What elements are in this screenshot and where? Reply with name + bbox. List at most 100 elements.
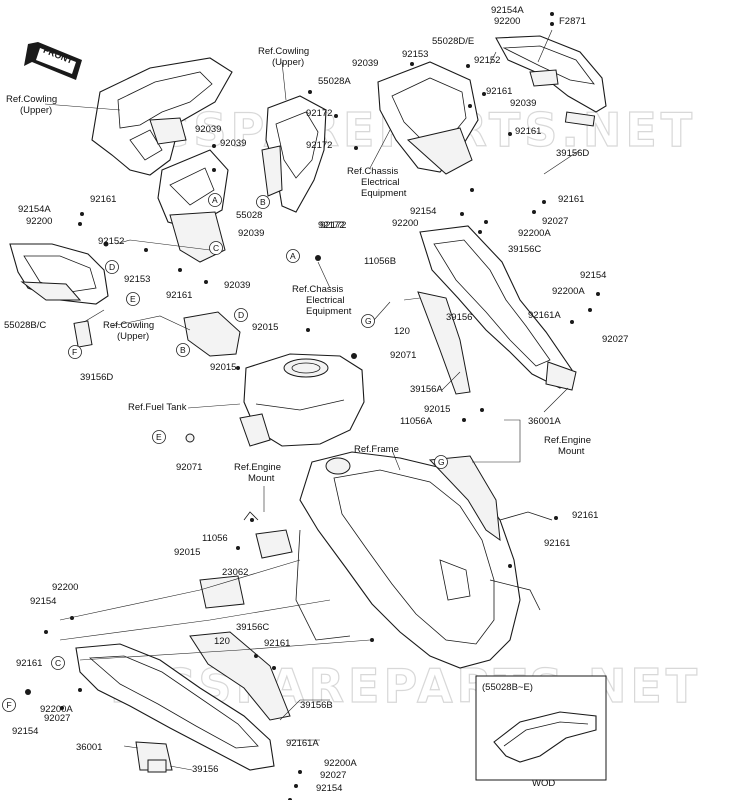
- left-side-panel-55028bc: [9, 243, 109, 348]
- front-direction-arrow: FRONT: [24, 42, 82, 80]
- part-label-92161: 92161: [16, 658, 42, 669]
- part-label-92154: 92154: [580, 270, 606, 281]
- ref-labels: Ref.Cowling(Upper) Ref.Cowling(Upper) Re…: [6, 46, 591, 484]
- part-label-39156a: 39156A: [410, 384, 443, 395]
- callout-C-2: C: [51, 656, 65, 670]
- part-label-92027: 92027: [602, 334, 628, 345]
- part-label-92154a: 92154A: [18, 204, 51, 215]
- part-label-92200a: 92200A: [518, 228, 551, 239]
- part-label-39156d: 39156D: [80, 372, 113, 383]
- leader-lines: [44, 29, 581, 771]
- part-label-55028d-e: 55028D/E: [432, 36, 474, 47]
- svg-text:A: A: [212, 195, 218, 205]
- part-label-92154: 92154: [316, 783, 342, 794]
- part-label-92161: 92161: [544, 538, 570, 549]
- part-label-11056a: 11056A: [400, 416, 433, 427]
- part-label-92161: 92161: [558, 194, 584, 205]
- part-label-92039: 92039: [238, 228, 264, 239]
- callout-B-2: B: [176, 343, 190, 357]
- part-label-36001: 36001: [76, 742, 102, 753]
- part-label-92200: 92200: [392, 218, 418, 229]
- callout-A-2: A: [286, 249, 300, 263]
- svg-text:C: C: [213, 243, 219, 253]
- callout-D-2: D: [234, 308, 248, 322]
- part-label-23062: 23062: [222, 567, 248, 578]
- part-label-92154: 92154: [12, 726, 38, 737]
- callout-F-1: F: [68, 345, 82, 359]
- part-label-92153: 92153: [124, 274, 150, 285]
- part-label-39156: 39156: [192, 764, 218, 775]
- svg-text:F: F: [7, 700, 12, 710]
- part-label-92154a: 92154A: [491, 5, 524, 16]
- part-label-92154: 92154: [410, 206, 436, 217]
- part-label-92039: 92039: [195, 124, 221, 135]
- part-label-92172: 92172: [306, 108, 332, 119]
- callout-G-1: G: [361, 314, 375, 328]
- part-label-11056: 11056: [202, 533, 228, 544]
- part-label-92200a: 92200A: [40, 704, 73, 715]
- part-label-92153: 92153: [402, 49, 428, 60]
- svg-text:B: B: [180, 345, 186, 355]
- callout-D-1: D: [105, 260, 119, 274]
- center-upper-bracket: [261, 95, 327, 213]
- part-label-92200a: 92200A: [552, 286, 585, 297]
- lower-cowling: [75, 575, 291, 773]
- part-label-36001a: 36001A: [528, 416, 561, 427]
- ref-cowling-upper-top: Ref.Cowling(Upper): [258, 46, 309, 68]
- upper-left-cowling: [91, 57, 233, 263]
- part-label-92161: 92161: [515, 126, 541, 137]
- part-label-92161: 92161: [264, 638, 290, 649]
- part-label-120: 120: [214, 636, 230, 647]
- part-label-39156b: 39156B: [300, 700, 333, 711]
- ref-cowling-upper-left: Ref.Cowling(Upper): [6, 94, 57, 116]
- svg-text:E: E: [156, 432, 162, 442]
- part-label-92200: 92200: [26, 216, 52, 227]
- svg-text:G: G: [365, 316, 372, 326]
- middle-right-side-panel: [417, 225, 577, 395]
- part-label-92161: 92161: [486, 86, 512, 97]
- part-label-39156d: 39156D: [556, 148, 589, 159]
- callout-E-1: E: [126, 292, 140, 306]
- svg-text:D: D: [238, 310, 244, 320]
- part-label-92071: 92071: [390, 350, 416, 361]
- svg-text:D: D: [109, 262, 115, 272]
- svg-text:B: B: [260, 197, 266, 207]
- svg-text:F: F: [72, 347, 77, 357]
- svg-text:E: E: [130, 294, 136, 304]
- part-label-92027: 92027: [44, 713, 70, 724]
- part-label-55028: 55028: [236, 210, 262, 221]
- part-label-92015: 92015: [424, 404, 450, 415]
- part-label-92071: 92071: [176, 462, 202, 473]
- part-label-92015: 92015: [252, 322, 278, 333]
- part-label-11056b: 11056B: [364, 256, 396, 267]
- part-label-92015: 92015: [210, 362, 236, 373]
- part-label-92200a: 92200A: [324, 758, 357, 769]
- part-label-92027: 92027: [320, 770, 346, 781]
- svg-text:G: G: [438, 457, 445, 467]
- center-mount-bracket: [243, 511, 293, 559]
- part-label-92161a: 92161A: [286, 738, 319, 749]
- ref-fuel-tank: Ref.Fuel Tank: [128, 402, 187, 413]
- part-label-92161: 92161: [572, 510, 598, 521]
- part-label-55028b-c: 55028B/C: [4, 320, 46, 331]
- part-label-92152: 92152: [474, 55, 500, 66]
- part-label-92039: 92039: [224, 280, 250, 291]
- upper-right-cowling: [377, 35, 607, 175]
- part-label-92172: 92172: [320, 220, 346, 231]
- part-label-92161: 92161: [90, 194, 116, 205]
- part-label-120: 120: [394, 326, 410, 337]
- ref-frame: Ref.Frame: [354, 444, 399, 455]
- fuel-tank: [183, 311, 365, 447]
- part-label-92172: 92172: [306, 140, 332, 151]
- part-label-92039: 92039: [352, 58, 378, 69]
- part-label-92161: 92161: [166, 290, 192, 301]
- ref-cowling-upper-mid: Ref.Cowling(Upper): [103, 320, 154, 342]
- part-label-92039: 92039: [220, 138, 246, 149]
- svg-text:A: A: [290, 251, 296, 261]
- callout-G-2: G: [434, 455, 448, 469]
- part-label-92027: 92027: [542, 216, 568, 227]
